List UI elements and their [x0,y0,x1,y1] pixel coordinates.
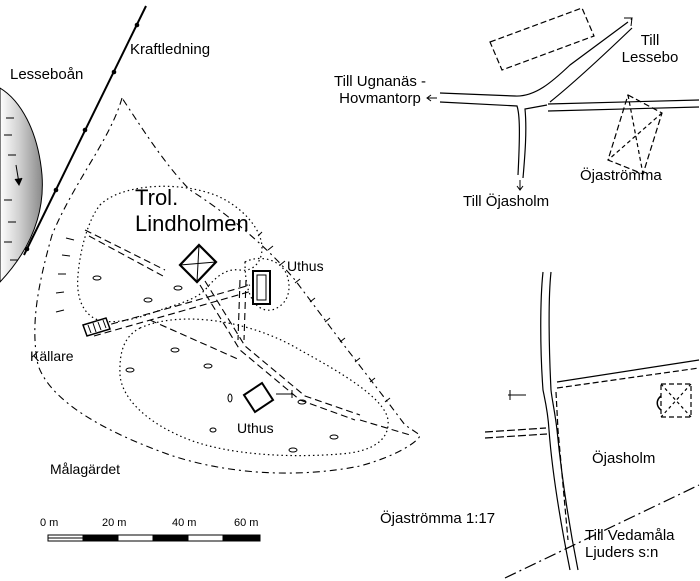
label-field: Målagärdet [50,461,121,477]
label-road-ugnanas: Till Ugnanäs - Hovmantorp [321,73,439,107]
main-house-foundation [178,243,218,284]
outbuilding-east-foundation [252,270,271,305]
label-road-ojasholm: Till Öjasholm [463,193,550,210]
label-outbuilding-east: Uthus [287,258,324,274]
outbuilding-south-foundation [242,381,293,414]
label-site-ojasholm: Öjasholm [592,450,656,467]
label-road-lessebo-line1: Till [640,32,660,49]
inset-road-junction [426,7,700,191]
label-road-lessebo: Till Lessebo [610,32,690,66]
label-site-name-line1: Trol. [135,185,179,210]
label-site-name-line2: Lindholmen [135,211,249,236]
label-road-lessebo-line2: Lessebo [621,48,679,66]
slope-hatching [55,231,391,403]
scale-tick-0: 0 m [40,517,59,529]
label-road-vedamala: Till Vedamåla Ljuders s:n [585,527,675,561]
map-title: Öjaströmma 1:17 [380,510,496,527]
stones [92,275,339,453]
river-lesseboan [0,87,43,283]
scale-bar [47,534,261,542]
inset-ojasholm [484,271,700,579]
enclosure-east [244,257,290,311]
label-road-vedamala-line2: Ljuders s:n [585,543,659,561]
label-outbuilding-south: Uthus [237,420,274,436]
power-line [23,5,147,256]
label-cellar: Källare [30,348,74,364]
enclosure-south [119,318,389,457]
cellar-foundation [82,317,111,337]
label-road-ugnanas-line1: Till Ugnanäs - [334,73,426,90]
scale-tick-20: 20 m [102,517,127,529]
label-power-line: Kraftledning [130,41,211,58]
scale-tick-60: 60 m [234,517,259,529]
site-paths [84,229,411,436]
label-road-ugnanas-line2: Hovmantorp [339,89,421,107]
label-site-ojastromma: Öjaströmma [580,167,662,184]
label-road-vedamala-line1: Till Vedamåla [585,527,675,544]
label-river: Lesseboån [10,66,84,83]
scale-tick-40: 40 m [172,517,197,529]
site-outer-boundary [34,96,421,474]
